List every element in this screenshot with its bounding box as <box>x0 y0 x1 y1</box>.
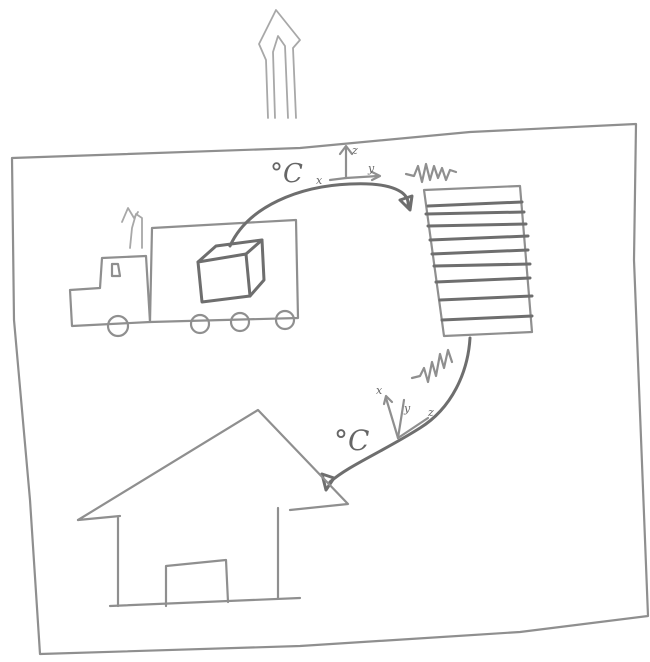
temperature-label-bottom: °C <box>334 424 369 457</box>
axis-top-x-label: x <box>316 174 323 187</box>
axis-top-y-label: y <box>367 162 375 175</box>
storage-rack-icon <box>424 186 532 336</box>
axis-bottom-z-label: z <box>427 406 434 419</box>
axis-bottom-x-label: x <box>376 384 383 397</box>
sensor-path-bottom <box>330 338 470 482</box>
sensor-path-top <box>230 184 408 246</box>
vibration-icon <box>412 350 452 382</box>
vibration-icon <box>406 164 456 182</box>
house-icon <box>78 410 348 606</box>
temperature-label-top: °C <box>270 159 303 189</box>
up-arrow-icon <box>259 10 300 118</box>
axis-top-z-label: z <box>351 144 358 157</box>
axis-bottom-y-label: y <box>403 402 411 415</box>
package-icon <box>198 240 264 302</box>
board-frame <box>12 124 648 654</box>
